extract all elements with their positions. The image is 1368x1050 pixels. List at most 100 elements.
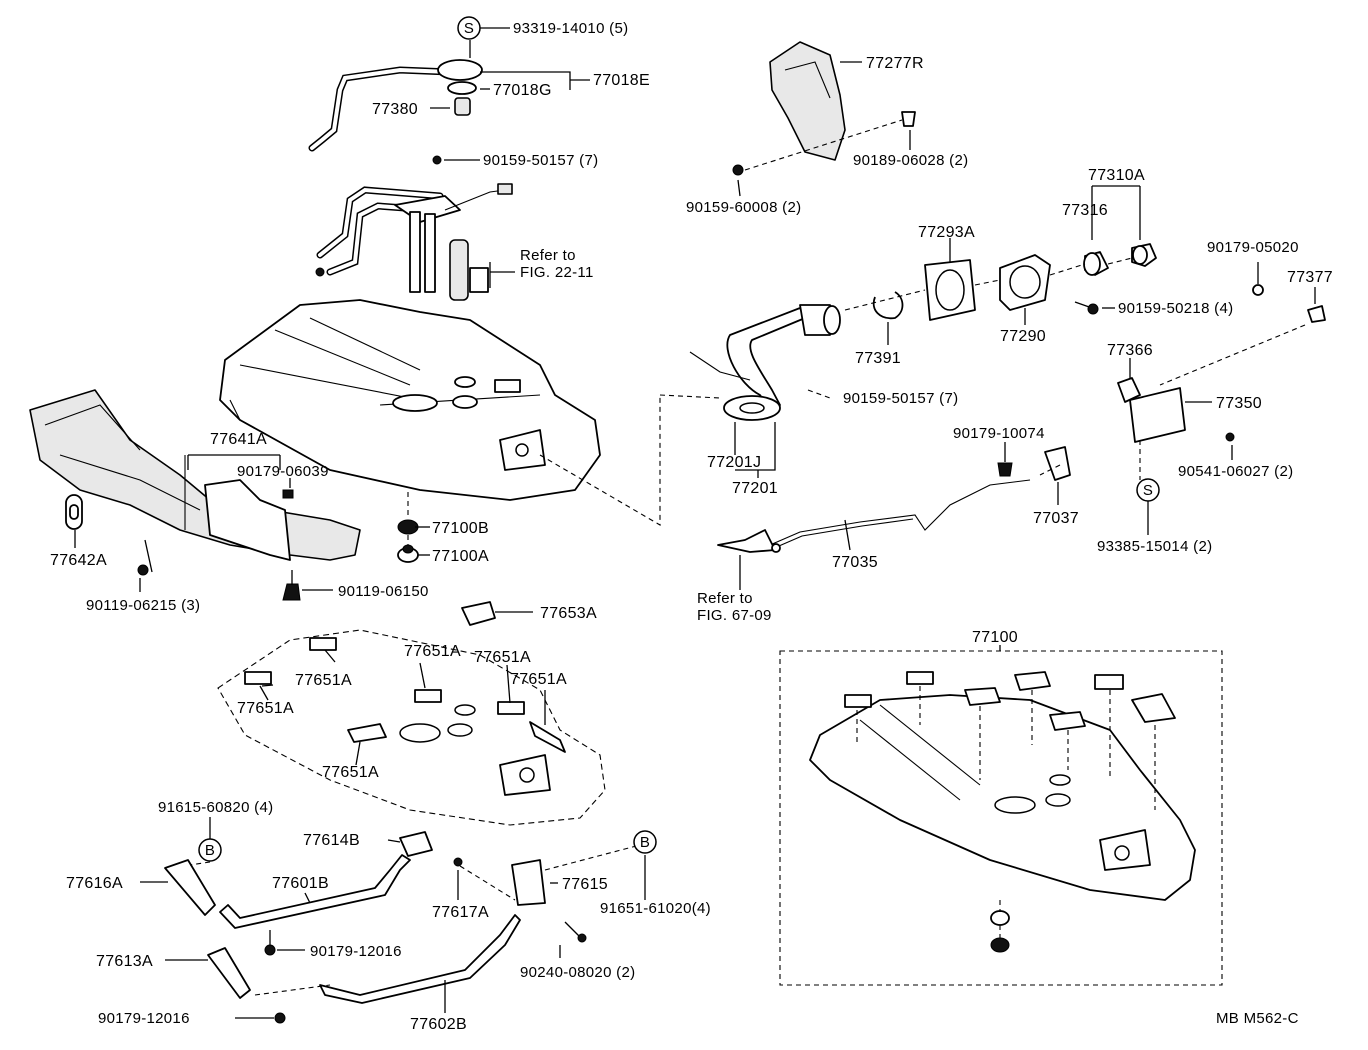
clip-icon xyxy=(901,111,916,127)
leader-lines xyxy=(74,27,1316,1019)
pad-icon xyxy=(347,723,387,743)
lock-77037 xyxy=(1044,446,1071,481)
pump-pipe-b xyxy=(424,213,436,293)
fuel-pump-assembly xyxy=(315,155,513,301)
gauge-flange xyxy=(437,59,483,81)
bolt-90119-06215 xyxy=(137,539,153,576)
spring-77377 xyxy=(1307,305,1326,323)
part-number-label: 91651-61020(4) xyxy=(600,900,711,917)
pad-icon xyxy=(529,721,566,753)
pad-icon xyxy=(497,701,525,715)
part-number-label: 90159-50157 (7) xyxy=(483,152,598,169)
opener-cable-77035 xyxy=(717,446,1071,553)
part-number-label: 90179-12016 xyxy=(310,943,402,960)
tank-pad xyxy=(494,379,521,393)
part-number-label: 90179-06039 xyxy=(237,463,329,480)
cable-lever xyxy=(717,529,776,553)
part-number-label: 77653A xyxy=(540,605,597,622)
part-number-label: 90240-08020 (2) xyxy=(520,964,635,981)
nut-icon xyxy=(264,944,276,956)
clip-icon xyxy=(1252,284,1264,296)
screw-icon xyxy=(432,155,442,165)
part-number-label: 77651A xyxy=(237,700,294,717)
part-number-label: 77617A xyxy=(432,904,489,921)
nut-icon xyxy=(274,1012,286,1024)
gauge-gasket xyxy=(447,81,477,95)
part-number-label: 77651A xyxy=(510,671,567,688)
bolt-icon xyxy=(577,933,587,943)
tank-opening-icon xyxy=(452,395,478,409)
part-number-label: 77201J xyxy=(707,454,761,471)
pump-filter xyxy=(469,267,489,293)
part-number-label: 93385-15014 (2) xyxy=(1097,538,1212,555)
part-number-label: 77350 xyxy=(1216,395,1262,412)
part-number-label: 90159-50218 (4) xyxy=(1118,300,1233,317)
part-number-label: 90541-06027 (2) xyxy=(1178,463,1293,480)
marker-s-right: S xyxy=(1136,478,1160,502)
sender-gauge-tube xyxy=(308,59,483,152)
part-number-label: 77614B xyxy=(303,832,360,849)
part-number-label: 77651A xyxy=(322,764,379,781)
pad-icon xyxy=(244,671,272,685)
part-number-label: 77201 xyxy=(732,480,778,497)
gauge-float xyxy=(454,97,471,116)
marker-s-top: S xyxy=(457,16,481,40)
part-number-label: 77616A xyxy=(66,875,123,892)
part-number-label: 77100 xyxy=(972,629,1018,646)
part-number-label: 77377 xyxy=(1287,269,1333,286)
part-number-label: 77651A xyxy=(404,643,461,660)
hinge-77366 xyxy=(1117,377,1141,403)
pad-icon xyxy=(414,689,442,703)
part-number-label: 77391 xyxy=(855,350,901,367)
clip-icon xyxy=(282,489,294,499)
screw-icon xyxy=(732,164,744,176)
part-number-label: 77615 xyxy=(562,876,608,893)
bracket-77613a xyxy=(207,947,251,999)
clip-icon xyxy=(315,267,325,277)
callout-labels: 93319-14010 (5) 77018E 77018G 77380 9015… xyxy=(50,20,1333,1033)
pad-icon xyxy=(461,601,496,626)
part-number-label: 77035 xyxy=(832,554,878,571)
splash-shield-77277r xyxy=(732,41,916,176)
part-number-label: 77018E xyxy=(593,72,650,89)
part-number-label: 77100B xyxy=(432,520,489,537)
part-number-label: 90119-06150 xyxy=(338,583,429,600)
part-number-label: 77380 xyxy=(372,101,418,118)
clip-icon xyxy=(453,857,463,867)
part-number-label: 77293A xyxy=(918,224,975,241)
part-number-label: 91615-60820 (4) xyxy=(158,799,273,816)
lid-77290 xyxy=(999,254,1051,311)
marker-b-left: B xyxy=(198,838,222,862)
part-number-label: 77613A xyxy=(96,953,153,970)
gasket-77293a xyxy=(924,259,976,321)
part-number-label: 77316 xyxy=(1062,202,1108,219)
tank-opening-icon xyxy=(454,376,476,388)
bracket-77616a xyxy=(164,859,216,916)
bracket-77615 xyxy=(511,859,546,906)
pump-connector xyxy=(497,183,513,195)
reference-label: Refer to xyxy=(697,590,753,607)
grommet-77642a xyxy=(65,494,83,530)
marker-s-label: S xyxy=(464,20,474,37)
clip-icon xyxy=(997,462,1013,477)
part-number-label: 77290 xyxy=(1000,328,1046,345)
reference-label: FIG. 67-09 xyxy=(697,607,772,624)
part-number-label: 77641A xyxy=(210,431,267,448)
cap-parts-77310a xyxy=(1083,243,1157,276)
tank-bands xyxy=(164,831,587,1024)
marker-b-label: B xyxy=(640,834,650,851)
part-number-label: 77651A xyxy=(474,649,531,666)
pad-icon xyxy=(309,637,337,651)
part-number-label: 77310A xyxy=(1088,167,1145,184)
part-number-label: 93319-14010 (5) xyxy=(513,20,628,37)
snap-ring-77391 xyxy=(872,291,904,320)
filler-pipe xyxy=(689,304,841,421)
fuel-pump xyxy=(449,239,469,301)
part-number-label: 90189-06028 (2) xyxy=(853,152,968,169)
part-number-label: 77100A xyxy=(432,548,489,565)
band-77602b xyxy=(319,914,521,1004)
reference-label: Refer to xyxy=(520,247,576,264)
part-number-label: 90179-05020 xyxy=(1207,239,1299,256)
fuel-tank-upper xyxy=(219,299,601,501)
